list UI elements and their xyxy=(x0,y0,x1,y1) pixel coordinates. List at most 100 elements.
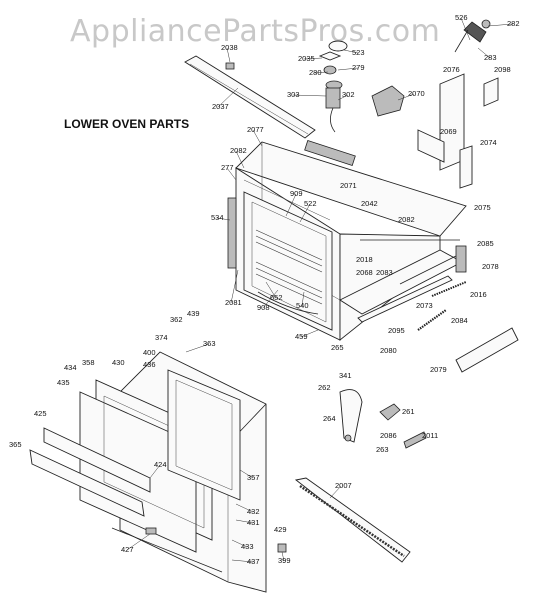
part-label-302: 302 xyxy=(342,90,355,99)
leader-line xyxy=(487,23,514,27)
leader-line xyxy=(226,167,237,181)
part-label-2037: 2037 xyxy=(212,102,229,111)
leader-line xyxy=(337,94,349,101)
part-label-264: 264 xyxy=(323,414,336,423)
hinge-261 xyxy=(379,403,401,421)
part-label-2073: 2073 xyxy=(416,301,433,310)
watermark: AppliancePartsPros.com xyxy=(70,14,441,49)
thermostat-assembly xyxy=(318,40,348,133)
part-label-430: 430 xyxy=(112,358,125,367)
part-label-540: 540 xyxy=(296,301,309,310)
part-label-2076: 2076 xyxy=(443,65,460,74)
part-label-2082a: 2082 xyxy=(230,146,247,155)
leader-line xyxy=(285,193,297,217)
leader-line xyxy=(262,289,279,309)
clip-2038 xyxy=(225,62,235,70)
part-label-261: 261 xyxy=(402,407,415,416)
leader-line xyxy=(337,67,359,71)
probe-282 xyxy=(454,19,491,53)
part-label-432: 432 xyxy=(247,507,260,516)
part-label-425: 425 xyxy=(34,409,47,418)
leader-line xyxy=(217,87,239,108)
panel-2069 xyxy=(417,129,445,163)
part-label-526: 526 xyxy=(455,13,468,22)
leader-line xyxy=(460,17,471,41)
part-label-523: 523 xyxy=(352,48,365,57)
part-label-433: 433 xyxy=(241,542,254,551)
part-label-277: 277 xyxy=(221,163,234,172)
leader-line xyxy=(477,47,491,59)
door-handle-365 xyxy=(29,449,145,517)
part-label-424: 424 xyxy=(154,460,167,469)
slide-rail-2073 xyxy=(357,275,453,323)
part-label-365: 365 xyxy=(9,440,22,449)
leader-line xyxy=(126,533,151,551)
part-label-280: 280 xyxy=(309,68,322,77)
leader-line xyxy=(252,129,263,147)
leader-line xyxy=(329,485,342,499)
part-label-2038: 2038 xyxy=(221,43,238,52)
part-label-2011: 2011 xyxy=(422,431,438,440)
part-label-279: 279 xyxy=(352,63,365,72)
part-label-2018: 2018 xyxy=(356,255,373,264)
part-label-2035: 2035 xyxy=(298,54,315,63)
bracket-2070 xyxy=(371,85,405,117)
part-label-2081: 2081 xyxy=(225,298,242,307)
leader-line xyxy=(226,47,231,63)
part-label-265: 265 xyxy=(331,343,344,352)
leader-line xyxy=(303,57,323,60)
leader-line xyxy=(235,519,254,524)
part-label-437: 437 xyxy=(247,557,260,566)
part-label-263: 263 xyxy=(376,445,389,454)
part-label-2016: 2016 xyxy=(470,290,487,299)
part-label-2077: 2077 xyxy=(247,125,264,134)
part-label-2068: 2068 xyxy=(356,268,373,277)
leader-line xyxy=(230,269,239,304)
part-label-2080: 2080 xyxy=(380,346,397,355)
part-label-436: 436 xyxy=(143,360,156,369)
hinge-arm-341 xyxy=(339,389,363,443)
leader-line xyxy=(300,329,319,338)
part-label-2095: 2095 xyxy=(388,326,405,335)
part-label-2071: 2071 xyxy=(340,181,357,190)
foot-399 xyxy=(277,543,287,553)
part-label-2069: 2069 xyxy=(440,127,457,136)
spring-2084 xyxy=(417,309,447,331)
part-label-427: 427 xyxy=(121,545,134,554)
spring-2016 xyxy=(431,281,467,297)
part-label-431: 431 xyxy=(247,518,260,527)
part-label-2079: 2079 xyxy=(430,365,447,374)
part-label-522: 522 xyxy=(304,199,317,208)
part-label-363: 363 xyxy=(203,339,216,348)
part-label-2007: 2007 xyxy=(335,481,352,490)
part-label-2078: 2078 xyxy=(482,262,499,271)
door-bottom-strip-427 xyxy=(111,527,223,573)
panel-2074 xyxy=(459,145,473,189)
door-seal-frame xyxy=(167,369,241,501)
part-label-2084: 2084 xyxy=(451,316,468,325)
part-label-2083: 2083 xyxy=(376,268,393,277)
leader-line xyxy=(185,343,210,353)
leader-line xyxy=(149,464,161,479)
top-trim-2037 xyxy=(184,55,316,139)
part-label-303: 303 xyxy=(287,90,300,99)
door-lower-trim-425 xyxy=(43,427,151,493)
leader-line xyxy=(231,539,248,548)
leader-line xyxy=(397,93,415,101)
oven-opening xyxy=(243,191,333,331)
trim-2079 xyxy=(455,327,519,373)
leader-line xyxy=(239,469,254,479)
part-label-357: 357 xyxy=(247,473,260,482)
leader-line xyxy=(281,551,285,562)
leader-line xyxy=(299,203,311,223)
leader-line xyxy=(235,150,245,169)
part-label-2070: 2070 xyxy=(408,89,425,98)
part-label-374: 374 xyxy=(155,333,168,342)
vent-trim-2007 xyxy=(294,477,411,563)
diagram-title: LOWER OVEN PARTS xyxy=(64,117,190,131)
hinge-block-2085 xyxy=(455,245,467,273)
part-label-534: 534 xyxy=(211,213,224,222)
part-label-358: 358 xyxy=(82,358,95,367)
